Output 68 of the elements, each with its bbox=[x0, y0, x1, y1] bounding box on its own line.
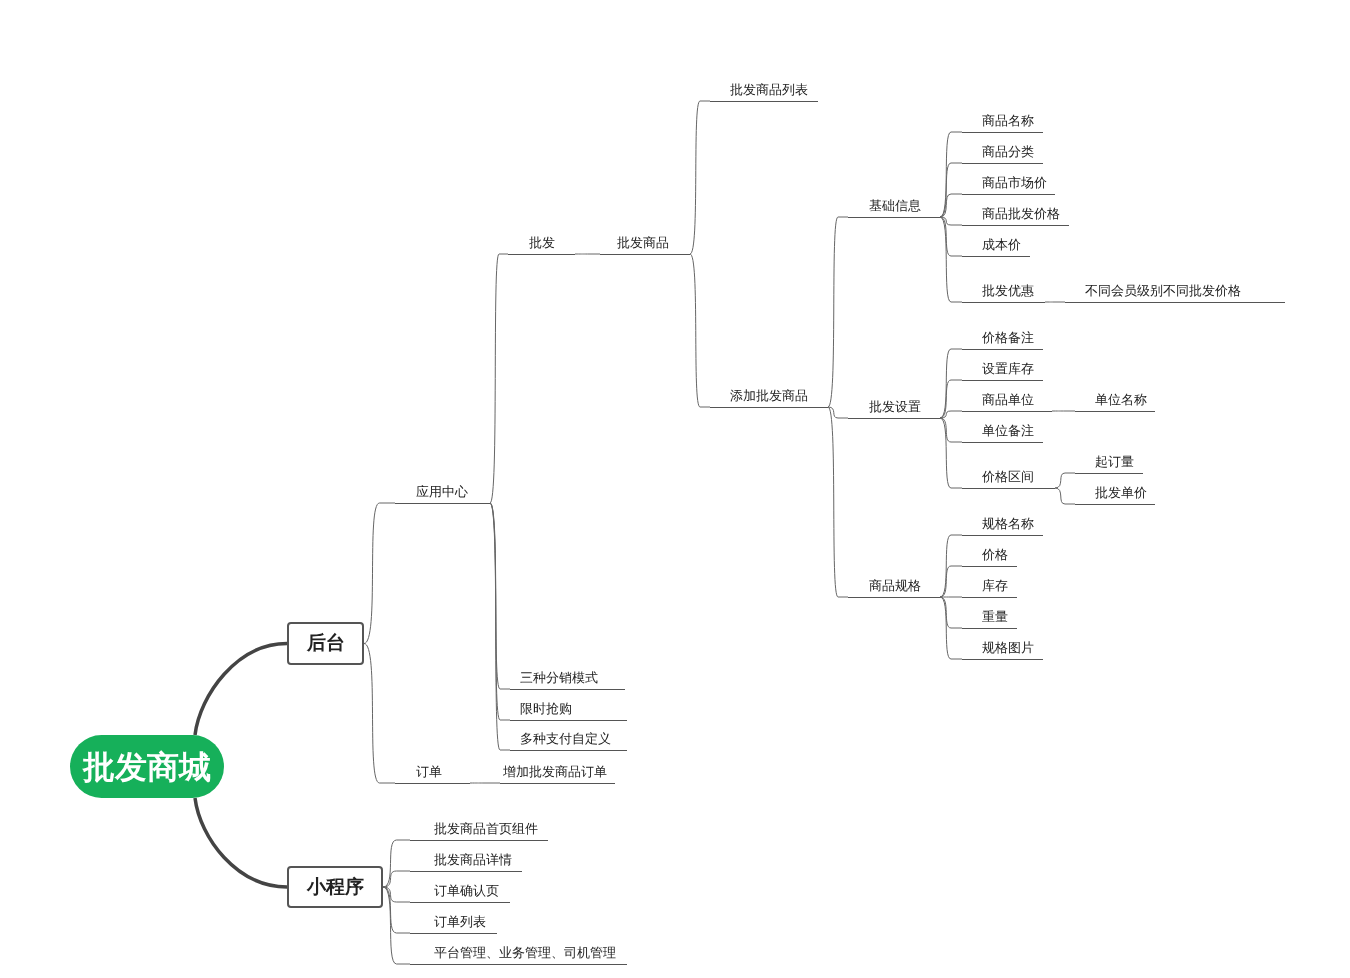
topic-label: 批发单价 bbox=[1075, 482, 1155, 505]
branch-line bbox=[939, 410, 963, 419]
branch-line bbox=[193, 797, 288, 889]
branch-line bbox=[939, 193, 963, 218]
branch-line bbox=[382, 886, 411, 965]
topic-label: 商品单位 bbox=[962, 389, 1052, 412]
topic-label: 批发 bbox=[508, 232, 575, 255]
topic-label: 单位备注 bbox=[962, 420, 1043, 443]
branch-line bbox=[827, 406, 849, 598]
topic-label: 批发商品 bbox=[600, 232, 690, 255]
topic-label: 单位名称 bbox=[1075, 389, 1155, 412]
branch-line bbox=[363, 502, 396, 644]
topic-label: 应用中心 bbox=[395, 481, 490, 504]
branch-line bbox=[574, 253, 601, 255]
branch-line bbox=[363, 643, 396, 784]
branch-line bbox=[827, 406, 849, 419]
topic-label: 重量 bbox=[962, 606, 1017, 629]
topic-box: 后台 bbox=[287, 622, 364, 665]
branch-line bbox=[939, 379, 963, 419]
branch-line bbox=[1044, 301, 1066, 303]
topic-label: 价格区间 bbox=[962, 466, 1055, 489]
topic-label: 价格备注 bbox=[962, 327, 1043, 350]
topic-box: 小程序 bbox=[287, 866, 383, 908]
branch-line bbox=[939, 162, 963, 218]
topic-label: 起订量 bbox=[1075, 451, 1143, 474]
branch-line bbox=[939, 596, 963, 629]
branch-line bbox=[382, 839, 411, 888]
branch-line bbox=[939, 596, 963, 598]
branch-line bbox=[939, 565, 963, 598]
topic-label: 批发商品列表 bbox=[710, 79, 818, 102]
branch-line bbox=[469, 782, 501, 784]
topic-label: 商品分类 bbox=[962, 141, 1043, 164]
branch-line bbox=[382, 886, 411, 934]
topic-label: 商品市场价 bbox=[962, 172, 1055, 195]
branch-line bbox=[1054, 472, 1076, 489]
topic-label: 商品规格 bbox=[848, 575, 940, 598]
topic-label: 订单列表 bbox=[410, 911, 497, 934]
topic-label: 设置库存 bbox=[962, 358, 1043, 381]
topic-label: 商品批发价格 bbox=[962, 203, 1069, 226]
topic-label: 批发商品详情 bbox=[410, 849, 522, 872]
branch-line bbox=[382, 886, 411, 903]
topic-label: 订单确认页 bbox=[410, 880, 510, 903]
topic-label: 批发优惠 bbox=[962, 280, 1045, 303]
topic-label: 商品名称 bbox=[962, 110, 1043, 133]
branch-line bbox=[827, 216, 849, 408]
branch-line bbox=[1051, 410, 1076, 412]
topic-label: 多种支付自定义 bbox=[510, 728, 627, 751]
topic-label: 不同会员级别不同批发价格 bbox=[1065, 280, 1285, 303]
branch-line bbox=[193, 641, 288, 736]
topic-label: 增加批发商品订单 bbox=[500, 761, 615, 784]
topic-label: 价格 bbox=[962, 544, 1017, 567]
topic-label: 成本价 bbox=[962, 234, 1030, 257]
branch-line bbox=[939, 417, 963, 443]
topic-label: 库存 bbox=[962, 575, 1017, 598]
topic-label: 基础信息 bbox=[848, 195, 940, 218]
branch-line bbox=[939, 216, 963, 257]
topic-label: 批发设置 bbox=[848, 396, 940, 419]
topic-label: 三种分销模式 bbox=[510, 667, 625, 690]
root-topic: 批发商城 bbox=[70, 735, 224, 798]
branch-line bbox=[382, 870, 411, 888]
branch-line bbox=[1054, 487, 1076, 505]
topic-label: 规格图片 bbox=[962, 637, 1043, 660]
topic-label: 批发商品首页组件 bbox=[410, 818, 548, 841]
topic-label: 平台管理、业务管理、司机管理 bbox=[410, 942, 627, 965]
topic-label: 添加批发商品 bbox=[710, 385, 828, 408]
topic-label: 规格名称 bbox=[962, 513, 1043, 536]
topic-label: 订单 bbox=[395, 761, 470, 784]
topic-label: 限时抢购 bbox=[510, 698, 627, 721]
